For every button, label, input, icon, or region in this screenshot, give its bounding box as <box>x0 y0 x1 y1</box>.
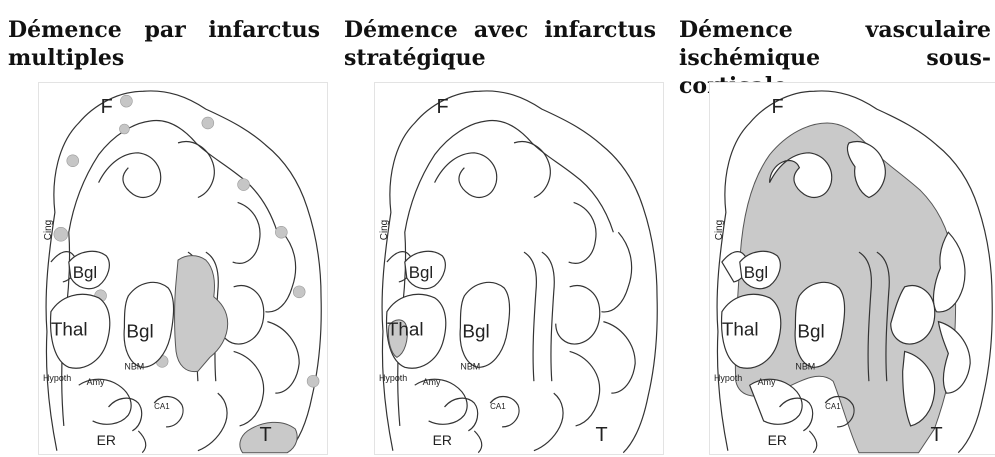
lesion-dot <box>120 95 132 107</box>
brain-svg: F Cing Bgl Thal Bgl NBM Hypoth Amy CA1 E… <box>39 83 327 454</box>
brain-svg: F Cing Bgl Thal Bgl NBM Hypoth Amy CA1 E… <box>375 83 663 454</box>
lesion-dot <box>54 227 68 241</box>
region-labels: F Cing Bgl Thal Bgl NBM Hypoth Amy CA1 E… <box>43 96 272 448</box>
label-nbm: NBM <box>795 361 815 371</box>
brain-svg: F Cing Bgl Thal Bgl NBM Hypoth Amy CA1 E… <box>710 83 995 454</box>
label-nbm: NBM <box>460 361 480 371</box>
label-frontal: F <box>101 96 113 118</box>
lesion-dot <box>307 375 319 387</box>
label-hypothalamus: Hypoth <box>714 373 742 383</box>
label-amygdala: Amy <box>423 377 441 387</box>
label-frontal: F <box>772 96 784 118</box>
label-thalamus: Thal <box>722 319 759 340</box>
lesion-dot <box>67 155 79 167</box>
label-entorhinal: ER <box>433 432 452 448</box>
label-basal-ganglia-upper: Bgl <box>409 263 433 282</box>
panel-title: Démence avec infarctus stratégique <box>344 16 656 72</box>
lesion-dot <box>238 179 250 191</box>
brain-diagram: F Cing Bgl Thal Bgl NBM Hypoth Amy CA1 E… <box>38 82 328 455</box>
label-entorhinal: ER <box>97 432 116 448</box>
panel-title: Démence par infarctus multiples <box>8 16 320 72</box>
label-cingulate: Cing <box>43 220 54 240</box>
label-ca1: CA1 <box>825 402 841 411</box>
panel-subcortical-ischemic: Démence vasculaire ischémique sous-corti… <box>679 0 995 457</box>
label-amygdala: Amy <box>758 377 776 387</box>
label-hypothalamus: Hypoth <box>43 373 71 383</box>
label-temporal: T <box>595 424 607 446</box>
label-hypothalamus: Hypoth <box>379 373 407 383</box>
label-temporal: T <box>930 424 942 446</box>
lesion-dot <box>275 226 287 238</box>
label-basal-ganglia-upper: Bgl <box>744 263 768 282</box>
lesion-dot <box>293 286 305 298</box>
region-labels: F Cing Bgl Thal Bgl NBM Hypoth Amy CA1 E… <box>379 96 608 448</box>
label-basal-ganglia-upper: Bgl <box>73 263 97 282</box>
label-basal-ganglia: Bgl <box>797 321 824 342</box>
panel-strategic-infarct: Démence avec infarctus stratégique <box>344 0 667 457</box>
label-cingulate: Cing <box>714 220 725 240</box>
label-thalamus: Thal <box>51 319 88 340</box>
lesion-dot <box>119 124 129 134</box>
panel-multi-infarct: Démence par infarctus multiples <box>8 0 331 457</box>
label-basal-ganglia: Bgl <box>462 321 489 342</box>
label-cingulate: Cing <box>379 220 390 240</box>
lesion-dot <box>202 117 214 129</box>
label-basal-ganglia: Bgl <box>126 321 153 342</box>
label-temporal: T <box>259 424 271 446</box>
label-nbm: NBM <box>124 361 144 371</box>
brain-diagram: F Cing Bgl Thal Bgl NBM Hypoth Amy CA1 E… <box>374 82 664 455</box>
brain-diagram: F Cing Bgl Thal Bgl NBM Hypoth Amy CA1 E… <box>709 82 995 455</box>
label-thalamus: Thal <box>387 319 424 340</box>
lesion-region <box>175 256 228 372</box>
label-ca1: CA1 <box>490 402 506 411</box>
label-amygdala: Amy <box>87 377 105 387</box>
label-frontal: F <box>437 96 449 118</box>
label-entorhinal: ER <box>768 432 787 448</box>
label-ca1: CA1 <box>154 402 170 411</box>
